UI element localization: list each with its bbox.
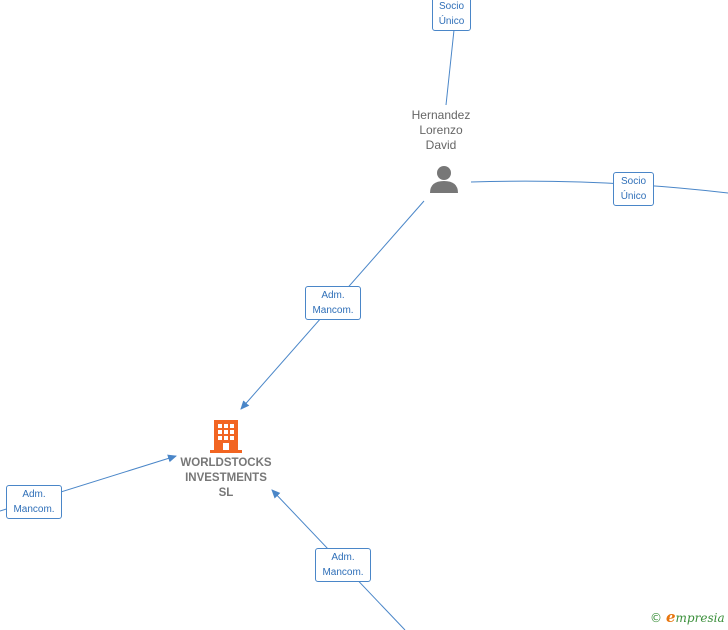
role-badge-line: Mancom. bbox=[13, 504, 55, 515]
copyright-symbol: © bbox=[650, 611, 662, 625]
brand-name: mpresia bbox=[675, 611, 725, 625]
company-name-line: WORLDSTOCKS bbox=[180, 457, 272, 469]
company-name-line: SL bbox=[218, 487, 234, 499]
company-name-line: INVESTMENTS bbox=[185, 472, 267, 484]
role-badge-person-company[interactable]: Adm. Mancom. bbox=[305, 286, 361, 320]
person-name[interactable]: Hernandez Lorenzo David bbox=[396, 108, 486, 153]
person-name-line: Hernandez bbox=[411, 108, 471, 122]
person-icon[interactable] bbox=[429, 164, 459, 194]
brand-footer[interactable]: © empresia bbox=[650, 608, 725, 626]
role-badge-line: Único bbox=[438, 16, 465, 27]
person-name-line: David bbox=[425, 138, 457, 152]
role-badge-top[interactable]: Socio Único bbox=[432, 0, 471, 31]
role-badge-line: Socio bbox=[438, 1, 464, 12]
role-badge-line: Mancom. bbox=[322, 567, 364, 578]
role-badge-left[interactable]: Adm. Mancom. bbox=[6, 485, 62, 519]
person-name-line: Lorenzo bbox=[419, 123, 463, 137]
role-badge-line: Adm. bbox=[331, 552, 355, 563]
role-badge-bottom[interactable]: Adm. Mancom. bbox=[315, 548, 371, 582]
role-badge-line: Único bbox=[620, 191, 647, 202]
company-name[interactable]: WORLDSTOCKS INVESTMENTS SL bbox=[171, 456, 281, 501]
role-badge-line: Mancom. bbox=[312, 305, 354, 316]
role-badge-line: Adm. bbox=[22, 489, 46, 500]
building-icon[interactable] bbox=[210, 418, 242, 454]
edge-top bbox=[445, 29, 455, 106]
brand-initial: e bbox=[666, 608, 676, 626]
edge-right bbox=[470, 180, 728, 194]
role-badge-right[interactable]: Socio Único bbox=[613, 172, 654, 206]
role-badge-line: Adm. bbox=[321, 290, 345, 301]
role-badge-line: Socio bbox=[620, 176, 646, 187]
